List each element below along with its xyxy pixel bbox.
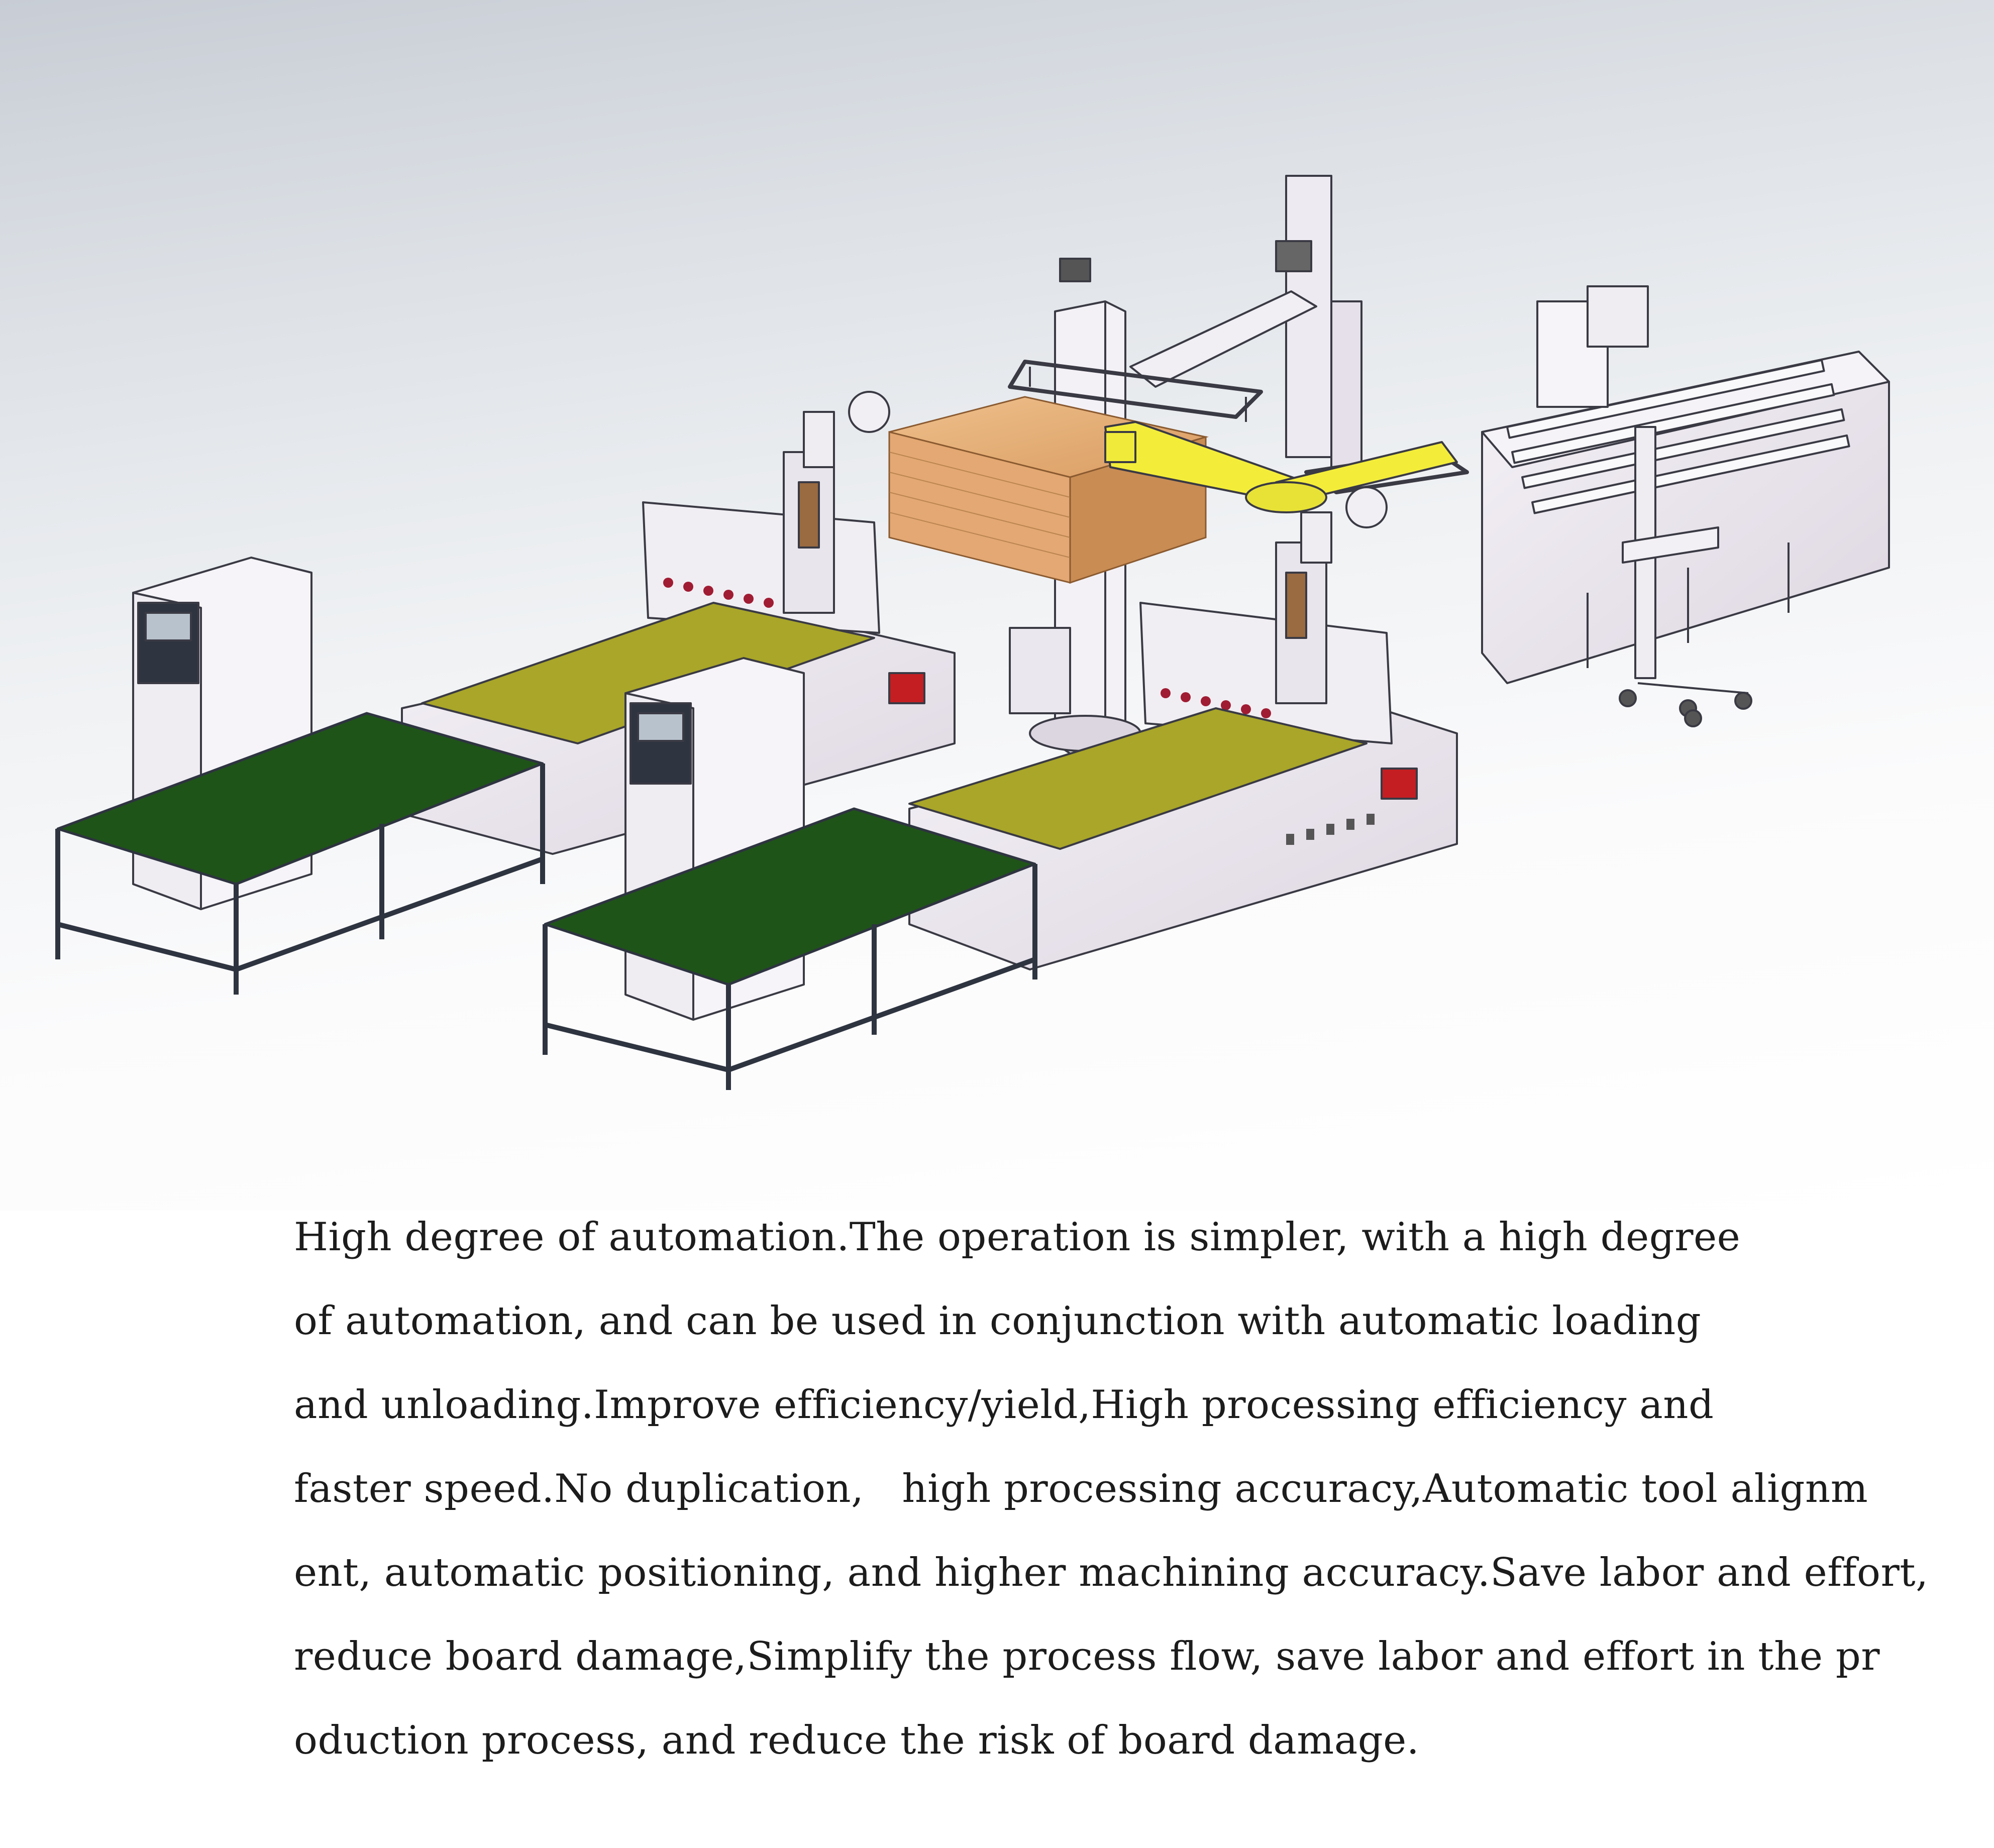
yellow-loader-arm [1104,421,1458,513]
description-line: faster speed.No duplication, high proces… [294,1466,1868,1511]
right-conveyor-station [1481,285,1890,727]
description-line: oduction process, and reduce the risk of… [294,1718,1420,1763]
cnc-production-line-drawing [55,175,1890,1090]
description-line: of automation, and can be used in conjun… [294,1298,1702,1344]
front-cnc-router [908,486,1458,970]
machine-illustration [0,0,1994,1211]
description-line: reduce board damage,Simplify the process… [294,1634,1880,1679]
outfeed-table-right [543,807,1037,1090]
description-line: and unloading.Improve efficiency/yield,H… [294,1382,1714,1428]
outfeed-table-left [55,712,545,995]
description-line: ent, automatic positioning, and higher m… [294,1550,1929,1595]
board-stack [888,396,1209,584]
feature-description: High degree of automation.The operation … [294,1195,1929,1783]
description-line: High degree of automation.The operation … [294,1215,1741,1260]
